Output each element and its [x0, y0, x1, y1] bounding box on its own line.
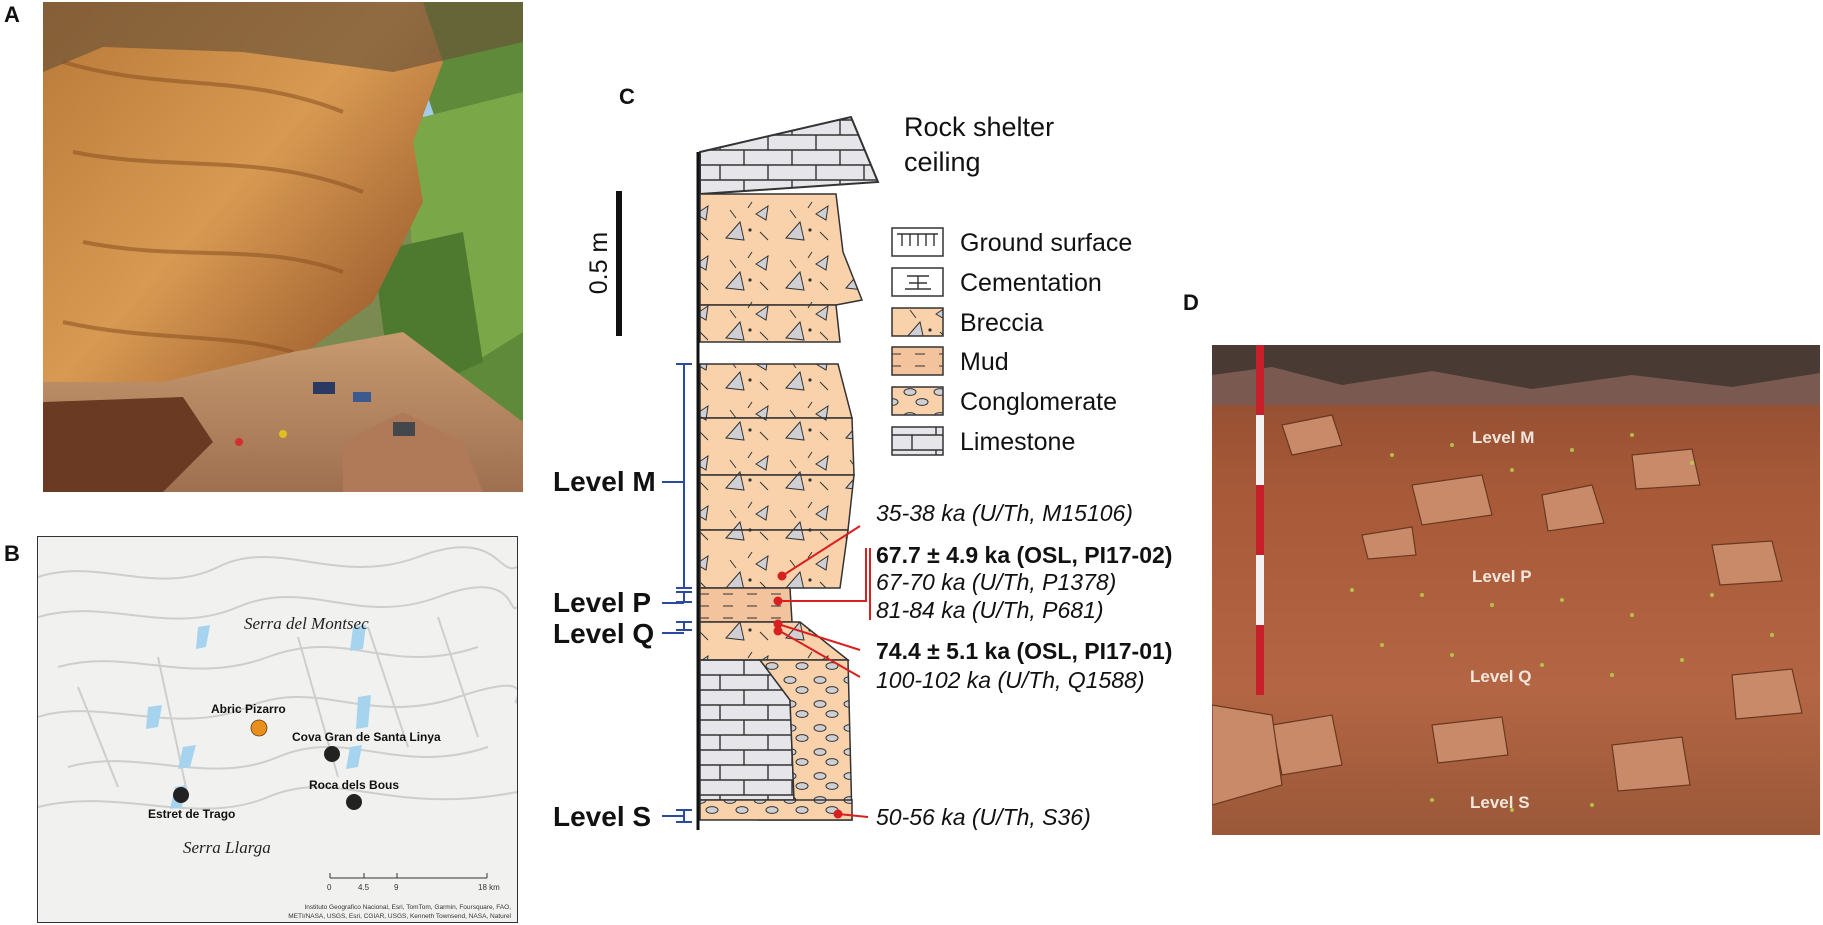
sample-point	[773, 596, 783, 606]
legend-label: Cementation	[960, 269, 1102, 297]
photo-level-q: Level Q	[1470, 667, 1531, 686]
conglomerate-symbol	[891, 386, 944, 416]
level-label-s: Level S	[553, 801, 651, 832]
sample-points	[773, 571, 843, 819]
map-credit: METI/NASA, USGS, Esri, CGIAR, USGS, Kenn…	[288, 913, 511, 920]
ground-surface-symbol	[891, 227, 944, 257]
date-label: 100-102 ka (U/Th, Q1588)	[876, 667, 1144, 693]
site-label: Estret de Trago	[148, 807, 235, 821]
site-label: Cova Gran de Santa Linya	[292, 730, 441, 744]
scale-tick: 9	[394, 883, 399, 892]
scale-tick: 4.5	[358, 883, 370, 892]
breccia-unit	[699, 529, 849, 589]
legend-label: Mud	[960, 348, 1009, 376]
level-label-p: Level P	[553, 587, 651, 618]
sample-point	[777, 571, 787, 581]
panel-label-a: A	[4, 2, 20, 27]
level-label-q: Level Q	[553, 618, 654, 649]
site-cova-gran: Cova Gran de Santa Linya	[292, 730, 441, 762]
photo-level-p: Level P	[1472, 567, 1532, 586]
legend-label: Conglomerate	[960, 388, 1117, 416]
photo-level-s: Level S	[1470, 793, 1530, 812]
site-label: Abric Pizarro	[211, 702, 286, 716]
site-marker	[173, 787, 189, 803]
date-label: 81-84 ka (U/Th, P681)	[876, 597, 1104, 623]
ceiling-limestone	[699, 115, 880, 196]
photo-level-m: Level M	[1472, 428, 1534, 447]
site-marker	[324, 746, 340, 762]
map-credit: Instituto Geografico Nacional, Esri, Tom…	[304, 904, 511, 911]
mud-symbol	[891, 346, 944, 376]
limestone-symbol	[891, 426, 944, 456]
site-map: Serra del Montsec Serra Llarga Abric Piz…	[37, 536, 518, 923]
breccia-unit	[699, 193, 864, 306]
cementation-symbol	[891, 267, 944, 297]
region-label: Serra Llarga	[183, 838, 271, 857]
panel-label-b: B	[4, 541, 20, 566]
sample-leaders	[777, 525, 869, 818]
ceiling-label: ceiling	[904, 147, 981, 177]
site-estret-de-trago: Estret de Trago	[148, 787, 235, 821]
sample-point	[773, 626, 783, 636]
legend-label: Limestone	[960, 428, 1075, 456]
plotted-artifacts	[1350, 433, 1774, 812]
date-label: 67-70 ka (U/Th, P1378)	[876, 569, 1116, 595]
breccia-unit	[699, 621, 851, 661]
level-brackets	[662, 363, 692, 823]
scale-bar-label: 0.5 m	[585, 232, 613, 295]
panel-label-c: C	[619, 84, 635, 109]
site-marker	[250, 719, 268, 737]
site-marker	[346, 794, 362, 810]
scale-tick: 18 km	[478, 883, 500, 892]
site-roca-dels-bous: Roca dels Bous	[309, 778, 399, 810]
legend-label: Ground surface	[960, 229, 1132, 257]
ceiling-label: Rock shelter	[904, 112, 1054, 142]
section-legend: Ground surface Cementation Breccia Mud C…	[891, 227, 1132, 456]
terrain-hillshade	[38, 546, 517, 810]
breccia-unit	[699, 304, 841, 343]
sample-point	[833, 809, 843, 819]
date-label: 50-56 ka (U/Th, S36)	[876, 804, 1091, 830]
rock-shelter-photo	[43, 2, 523, 492]
region-label: Serra del Montsec	[244, 614, 369, 633]
map-scale-bar: 0 4.5 9 18 km	[327, 873, 500, 892]
site-label: Roca dels Bous	[309, 778, 399, 792]
stratigraphic-section: Rock shelter ceiling 0.5 m Level M Level…	[553, 112, 1172, 832]
conglomerate-unit	[699, 799, 853, 821]
water-features	[146, 625, 371, 809]
breccia-unit	[699, 363, 853, 419]
breccia-unit	[699, 417, 855, 476]
level-label-m: Level M	[553, 466, 656, 497]
excavation-photo: Level M Level P Level Q Level S	[1212, 345, 1820, 835]
date-label: 35-38 ka (U/Th, M15106)	[876, 500, 1133, 526]
measuring-pole	[1256, 345, 1264, 695]
breccia-unit	[699, 474, 855, 531]
legend-label: Breccia	[960, 309, 1043, 337]
date-label: 74.4 ± 5.1 ka (OSL, PI17-01)	[876, 638, 1172, 664]
sample-point	[773, 619, 783, 629]
breccia-symbol	[891, 307, 944, 337]
panel-label-d: D	[1183, 290, 1199, 315]
scale-tick: 0	[327, 883, 332, 892]
date-label: 67.7 ± 4.9 ka (OSL, PI17-02)	[876, 542, 1172, 568]
site-abric-pizarro: Abric Pizarro	[211, 702, 286, 737]
